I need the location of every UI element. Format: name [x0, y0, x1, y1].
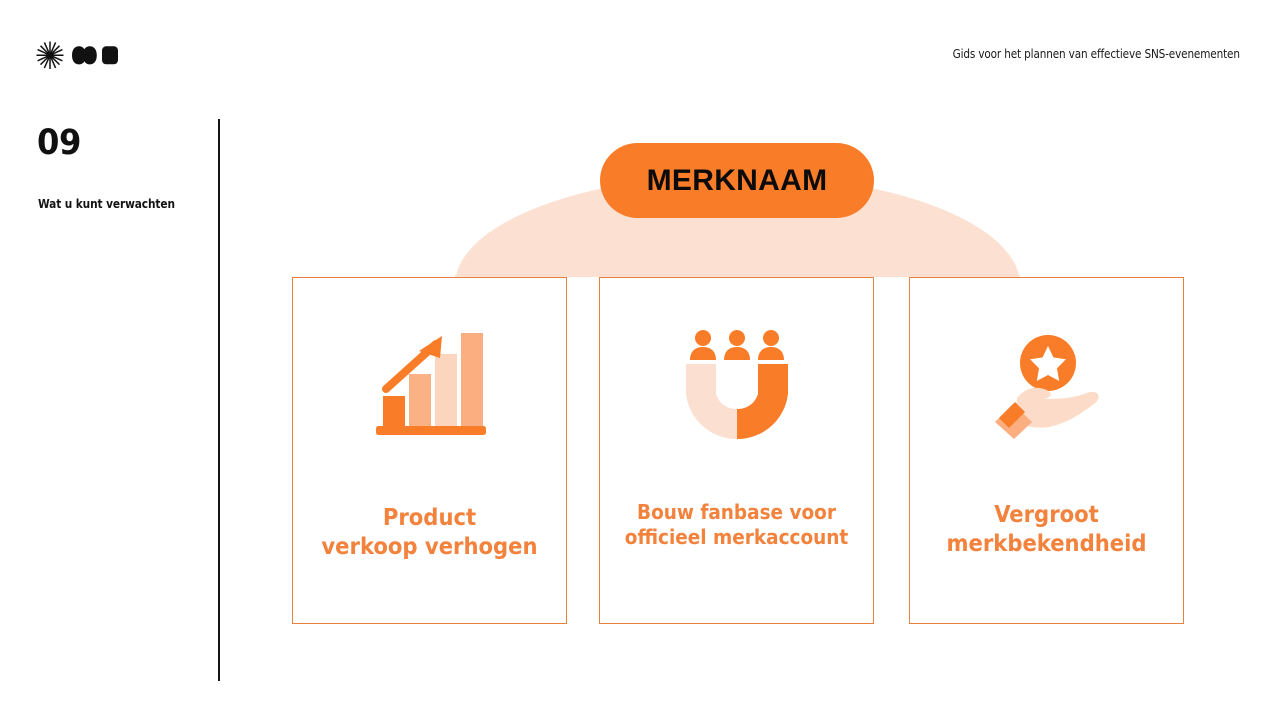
header-caption: Gids voor het plannen van effectieve SNS… [952, 46, 1240, 61]
starburst-clover-square-logo-icon [36, 41, 118, 69]
benefit-card-caption: Product verkoop verhogen [303, 503, 556, 560]
benefit-card-awareness[interactable]: Vergroot merkbekendheid [909, 277, 1184, 624]
caption-line-2: merkbekendheid [946, 528, 1147, 557]
bar-chart-growth-icon [370, 326, 490, 441]
magnet-audience-icon [677, 326, 797, 441]
caption-line-2: verkoop verhogen [321, 531, 538, 560]
brand-name-label: MERKNAAM [646, 163, 828, 197]
section-number: 09 [37, 123, 81, 163]
section-subtitle: Wat u kunt verwachten [38, 196, 175, 211]
caption-line-2: officieel merkaccount [624, 525, 849, 549]
brand-logo [36, 41, 118, 70]
brand-name-pill: MERKNAAM [600, 143, 874, 218]
benefit-card-caption: Bouw fanbase voor officieel merkaccount [610, 500, 863, 550]
benefit-card-caption: Vergroot merkbekendheid [920, 500, 1173, 557]
caption-line-1: Vergroot [994, 500, 1099, 528]
benefit-card-fanbase[interactable]: Bouw fanbase voor officieel merkaccount [599, 277, 874, 624]
benefit-card-sales[interactable]: Product verkoop verhogen [292, 277, 567, 624]
hand-star-badge-icon [987, 326, 1107, 441]
caption-line-1: Bouw fanbase voor [637, 500, 836, 524]
caption-line-1: Product [382, 503, 477, 531]
vertical-divider [218, 119, 220, 681]
